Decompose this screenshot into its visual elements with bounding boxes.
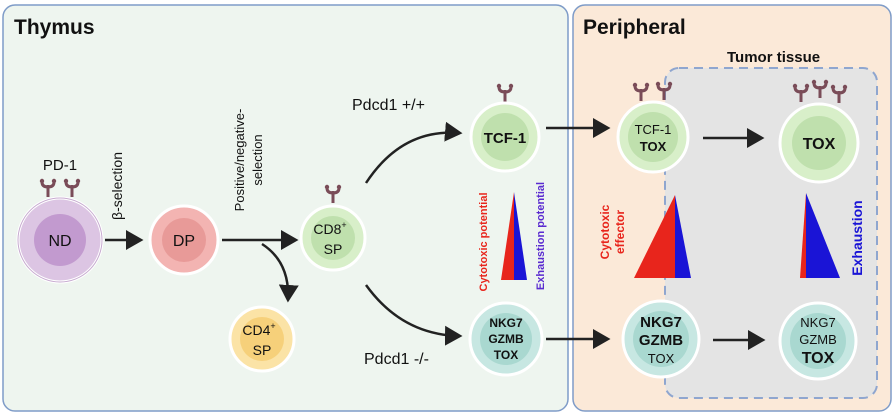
- beta-selection-label: β-selection: [109, 152, 125, 220]
- cd4-label: CD4+: [242, 321, 275, 338]
- cd4-branch-arrow: [261, 242, 299, 303]
- exhaustion-triangle: [800, 193, 840, 278]
- tumor-tissue-title: Tumor tissue: [727, 49, 820, 66]
- thymic-nkg7-cell: NKG7 GZMB TOX: [468, 301, 544, 377]
- thymic-nkg7-line3: TOX: [494, 348, 518, 362]
- exhaustion-label: Exhaustion: [849, 200, 865, 275]
- cytotoxic-effector-label-1: Cytotoxic: [598, 204, 612, 259]
- periph-tcf1-line2: TOX: [640, 139, 667, 154]
- periph-nkg7-cell: NKG7 GZMB TOX: [621, 299, 701, 379]
- periph-nkg7-line3: TOX: [648, 351, 675, 366]
- dp-label: DP: [173, 233, 195, 250]
- posneg-selection-label-1: Positive/negative-: [232, 109, 247, 212]
- periph-tcf1-line1: TCF-1: [635, 122, 672, 137]
- periph-nkg7-line1: NKG7: [640, 314, 682, 331]
- cd8-label: CD8+: [313, 220, 346, 237]
- cd4-sp-cell: CD4+ SP: [228, 305, 296, 373]
- tumor-nkg7-cell: NKG7 GZMB TOX: [778, 301, 858, 381]
- nd-label: ND: [48, 233, 71, 250]
- pdcd1-wt-label: Pdcd1 +/+: [352, 97, 425, 114]
- pdcd1-wt-arrow: [364, 121, 463, 184]
- periph-nkg7-line2: GZMB: [639, 332, 683, 349]
- periph-tcf1-tox-cell: TCF-1 TOX: [616, 80, 690, 174]
- pdcd1-ko-arrow: [364, 284, 463, 346]
- tumor-nkg7-line1: NKG7: [800, 315, 835, 330]
- cytotoxic-potential-label: Cytotoxic potential: [478, 192, 490, 291]
- tumor-nkg7-line2: GZMB: [799, 332, 837, 347]
- thymic-nkg7-line2: GZMB: [488, 332, 524, 346]
- peripheral-title: Peripheral: [583, 16, 686, 39]
- cd4-sp-label: SP: [253, 342, 272, 358]
- pd1-label: PD-1: [43, 157, 77, 174]
- thymus-title: Thymus: [14, 16, 95, 39]
- thymic-tcf1-label: TCF-1: [484, 130, 527, 147]
- tumor-tox-cell: TOX: [778, 78, 860, 184]
- nd-cell: ND: [16, 177, 104, 284]
- cd8-sp-cell: CD8+ SP: [299, 183, 367, 272]
- thymic-tcf1-cell: TCF-1: [469, 82, 541, 173]
- tumor-nkg7-line3: TOX: [802, 350, 835, 367]
- tumor-tox-label: TOX: [803, 136, 836, 153]
- dp-cell: DP: [148, 204, 220, 276]
- cytotoxic-effector-triangle: [634, 195, 691, 278]
- cd8-sp-label: SP: [324, 241, 343, 257]
- pdcd1-ko-label: Pdcd1 -/-: [364, 351, 429, 368]
- exhaustion-potential-label: Exhaustion potential: [535, 182, 547, 290]
- thymus-panel: [2, 4, 569, 412]
- cytotoxic-effector-label-2: effector: [613, 210, 627, 254]
- thymic-potential-triangles: [501, 192, 527, 280]
- thymic-nkg7-line1: NKG7: [489, 316, 523, 330]
- posneg-selection-label-2: selection: [250, 134, 265, 185]
